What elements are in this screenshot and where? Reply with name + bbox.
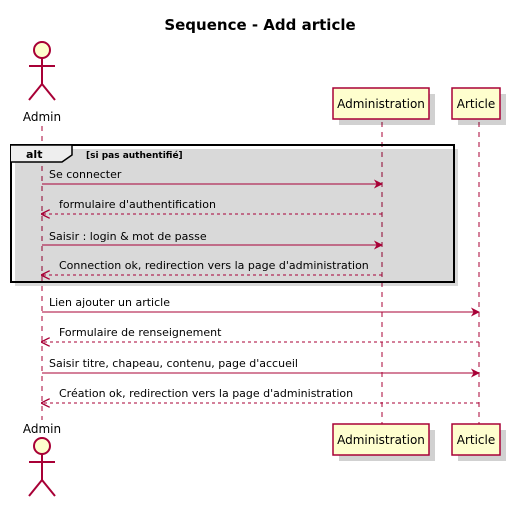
- participant-administration-top: Administration: [332, 87, 435, 125]
- actor-admin-bottom: Admin: [23, 422, 61, 497]
- message-label: Création ok, redirection vers la page d'…: [59, 387, 353, 400]
- message-7: Saisir titre, chapeau, contenu, page d'a…: [42, 357, 480, 378]
- message-label: Saisir titre, chapeau, contenu, page d'a…: [49, 357, 298, 370]
- message-8: Création ok, redirection vers la page d'…: [42, 387, 479, 403]
- actor-label-admin-bottom: Admin: [23, 422, 61, 436]
- actor-admin-top: Admin: [23, 41, 61, 124]
- message-3: Saisir : login & mot de passe: [42, 230, 383, 250]
- alt-fragment: alt [si pas authentifié]: [10, 144, 458, 286]
- message-label: formulaire d'authentification: [59, 198, 216, 211]
- message-label: Se connecter: [49, 168, 122, 181]
- message-2: formulaire d'authentification: [42, 198, 382, 214]
- actor-label-admin-top: Admin: [23, 110, 61, 124]
- message-5: Lien ajouter un article: [42, 296, 480, 317]
- message-label: Saisir : login & mot de passe: [49, 230, 207, 243]
- participant-label-administration-bottom: Administration: [337, 433, 425, 447]
- actor-head-icon: [33, 41, 51, 59]
- alt-guard: [si pas authentifié]: [86, 150, 183, 161]
- participant-administration-bottom: Administration: [332, 423, 435, 461]
- message-4: Connection ok, redirection vers la page …: [42, 259, 382, 275]
- message-label: Lien ajouter un article: [49, 296, 170, 309]
- participant-label-administration-top: Administration: [337, 97, 425, 111]
- message-1: Se connecter: [42, 168, 383, 189]
- participant-article-bottom: Article: [451, 423, 506, 461]
- diagram-title: Sequence - Add article: [164, 16, 355, 34]
- message-label: Connection ok, redirection vers la page …: [59, 259, 369, 272]
- actor-head-icon: [33, 437, 51, 455]
- participant-label-article-top: Article: [457, 97, 496, 111]
- alt-keyword: alt: [26, 148, 42, 161]
- participant-label-article-bottom: Article: [457, 433, 496, 447]
- message-label: Formulaire de renseignement: [59, 326, 222, 339]
- message-6: Formulaire de renseignement: [42, 326, 479, 342]
- participant-article-top: Article: [451, 87, 506, 125]
